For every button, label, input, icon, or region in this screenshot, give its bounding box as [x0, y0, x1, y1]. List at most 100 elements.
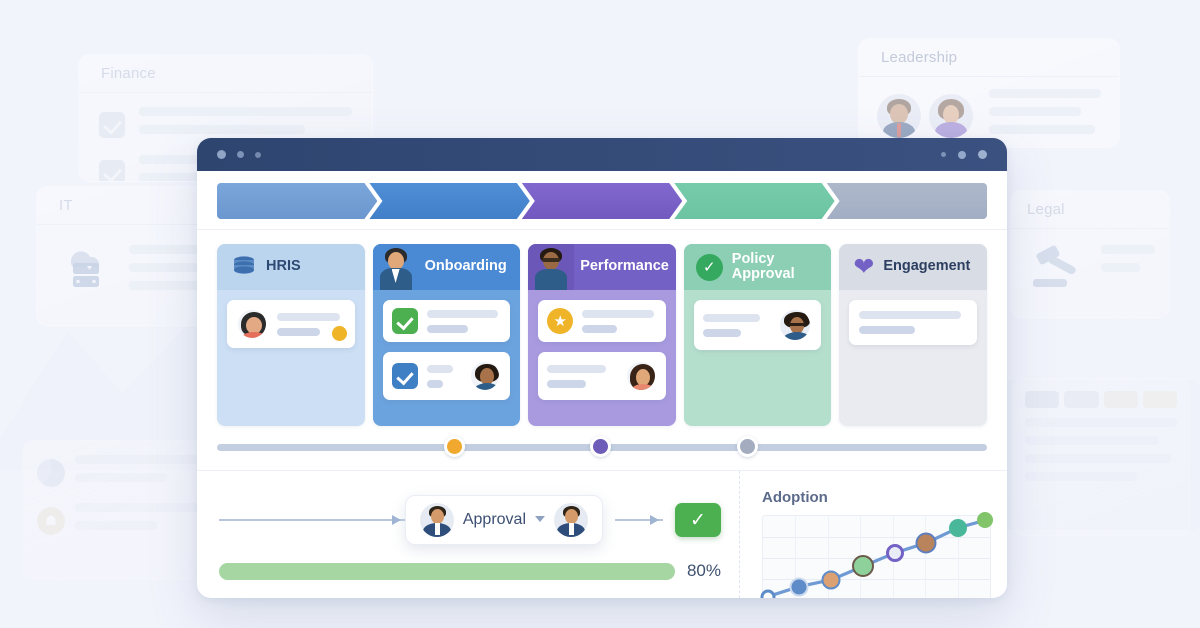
- checkbox-checked-icon[interactable]: [391, 363, 418, 389]
- card-performance-header: Performance: [528, 244, 676, 290]
- card-hris-title: HRIS: [266, 258, 301, 275]
- window-controls-right: [941, 150, 987, 159]
- card-engagement-header: ❤ Engagement: [839, 244, 987, 290]
- chart-marker-4: [885, 543, 904, 562]
- chevron-step-4[interactable]: [674, 183, 834, 219]
- finance-card-title: Finance: [101, 65, 156, 82]
- star-badge-icon: ★: [547, 308, 574, 334]
- window-titlebar: [197, 138, 1007, 171]
- avatar: [469, 360, 502, 392]
- card-onboarding[interactable]: Onboarding: [372, 244, 521, 426]
- approve-button[interactable]: ✓: [675, 503, 721, 537]
- finance-card-header: Finance: [79, 55, 372, 93]
- chart-marker-6: [949, 518, 968, 537]
- avatar: [778, 308, 813, 342]
- chart-marker-1: [789, 577, 809, 597]
- flow-arrow-left: [219, 515, 405, 525]
- window-dot-icon-6[interactable]: [978, 150, 987, 159]
- approval-dropdown[interactable]: Approval: [404, 495, 603, 545]
- legal-card-body: [1011, 229, 1169, 317]
- card-performance[interactable]: Performance ★: [528, 244, 676, 426]
- window-dot-icon-2[interactable]: [237, 151, 244, 158]
- flow-arrow-right: [615, 515, 663, 525]
- card-hris[interactable]: HRIS: [217, 244, 365, 426]
- list-item[interactable]: [538, 352, 666, 400]
- window-dot-icon-1[interactable]: [217, 150, 226, 159]
- leadership-text-lines: [989, 89, 1101, 143]
- list-item-lines: [702, 313, 770, 337]
- database-icon: [234, 256, 254, 274]
- avatar: [419, 503, 454, 537]
- card-hris-header: HRIS: [217, 244, 365, 290]
- chevron-step-5[interactable]: [826, 183, 988, 219]
- checklist-icon: [99, 112, 125, 138]
- window-dot-icon-3[interactable]: [255, 151, 261, 158]
- chevron-step-2[interactable]: [369, 183, 529, 219]
- approval-panel: Approval ✓: [197, 471, 739, 598]
- window-dot-icon-4[interactable]: [941, 152, 946, 157]
- background-card-reports: ☗: [22, 440, 222, 580]
- card-policy-approval[interactable]: ✓ Policy Approval: [683, 244, 832, 426]
- list-item[interactable]: [693, 300, 822, 350]
- list-item-lines: [859, 311, 967, 334]
- background-card-table: [1012, 378, 1190, 536]
- card-engagement-title: Engagement: [883, 258, 971, 275]
- list-item-lines: [426, 364, 461, 388]
- legal-card-header: Legal: [1011, 191, 1169, 229]
- reports-lines-2: [75, 503, 207, 539]
- timeline-slider[interactable]: [217, 436, 987, 458]
- avatar: [624, 360, 657, 392]
- leadership-card-title: Leadership: [881, 49, 958, 66]
- chevron-down-icon[interactable]: [535, 516, 545, 527]
- card-onboarding-body: [373, 290, 521, 410]
- pie-chart-icon: [37, 459, 65, 487]
- avatar: [372, 244, 419, 290]
- bottom-panel: Approval ✓: [197, 471, 1007, 598]
- progress-bar[interactable]: [219, 562, 675, 580]
- avatar: [236, 308, 268, 340]
- chart-marker-2: [821, 570, 841, 590]
- checkbox-checked-icon[interactable]: [391, 308, 418, 334]
- timeline-dot-gray[interactable]: [736, 436, 758, 457]
- cloud-server-icon: [70, 251, 100, 287]
- timeline-dot-orange[interactable]: [444, 436, 466, 457]
- card-onboarding-title: Onboarding: [424, 258, 507, 275]
- card-performance-body: ★: [528, 290, 676, 410]
- heart-icon: ❤: [853, 252, 875, 281]
- module-card-row: HRIS: [197, 230, 1007, 426]
- chevron-step-1[interactable]: [217, 183, 377, 219]
- list-item[interactable]: [227, 300, 355, 348]
- card-hris-body: [217, 290, 365, 358]
- approval-flow-row: Approval ✓: [219, 493, 721, 547]
- card-onboarding-header: Onboarding: [372, 244, 521, 290]
- card-policy-approval-header: ✓ Policy Approval: [683, 244, 832, 290]
- avatar: [554, 503, 588, 537]
- adoption-panel: Adoption: [739, 471, 1007, 598]
- background-card-leadership: Leadership: [858, 38, 1120, 148]
- list-item[interactable]: [382, 300, 511, 342]
- list-item-lines: [547, 364, 616, 388]
- card-performance-title: Performance: [580, 258, 669, 275]
- avatar: [877, 94, 921, 138]
- it-card-title: IT: [59, 197, 73, 214]
- timeline-dot-purple[interactable]: [590, 436, 612, 457]
- header-divider: [197, 229, 1007, 230]
- list-item[interactable]: [849, 300, 977, 345]
- card-engagement-body: [839, 290, 987, 355]
- chart-marker-7: [977, 512, 994, 529]
- card-policy-approval-body: [684, 290, 832, 360]
- content-divider: [197, 470, 1007, 471]
- list-item[interactable]: [382, 352, 511, 400]
- chart-marker-3: [851, 555, 874, 578]
- adoption-title: Adoption: [762, 489, 828, 506]
- list-item[interactable]: ★: [538, 300, 666, 342]
- chevron-step-3[interactable]: [522, 183, 682, 219]
- window-dot-icon-5[interactable]: [958, 150, 966, 159]
- list-item-lines: [426, 309, 502, 333]
- checklist-icon: [99, 160, 125, 181]
- card-engagement[interactable]: ❤ Engagement: [839, 244, 987, 426]
- list-item-lines: [277, 312, 346, 336]
- leadership-card-header: Leadership: [859, 39, 1119, 77]
- approval-label: Approval: [462, 511, 526, 528]
